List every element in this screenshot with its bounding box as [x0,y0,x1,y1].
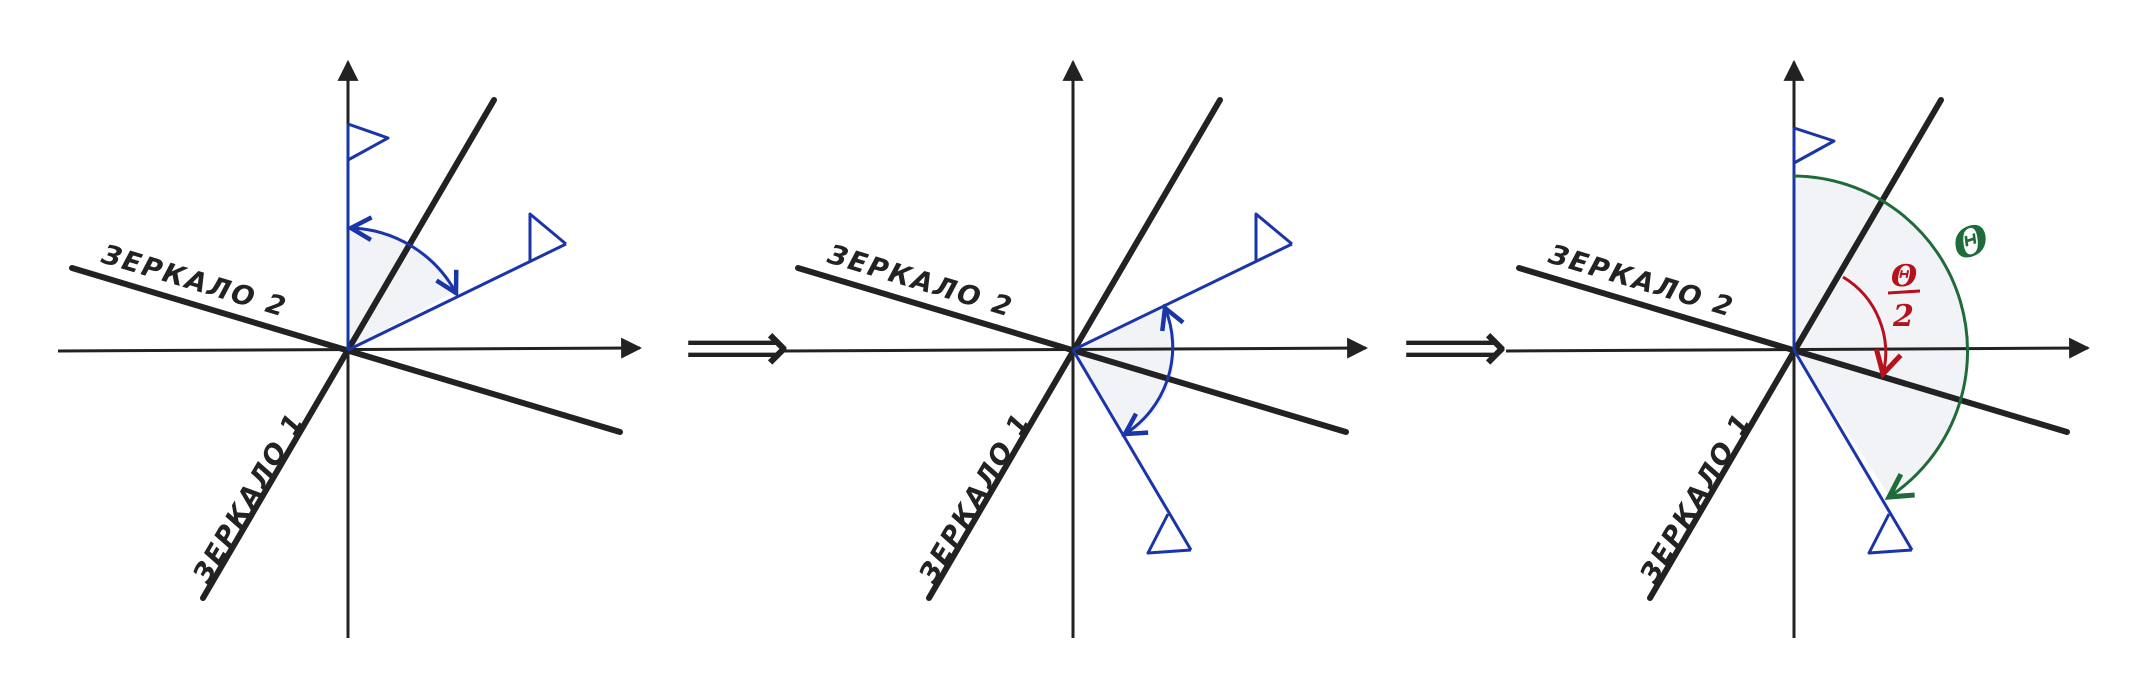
panel-3-flag-vertical-head [1793,126,1836,165]
panel-3-flag-down-pole [1792,349,1914,551]
panel-1-rotation-arc [351,228,456,293]
panel-2-mirror-2 [795,265,1349,435]
panel-3-half-theta-arc [1842,275,1886,374]
panel-3-half-theta-fraction-bar [1887,289,1921,295]
panel-2: ЗЕРКАЛО 2 ЗЕРКАЛО 1 [783,59,1369,638]
panel-3-theta-label: Θ [1947,214,1995,270]
panel-3-angle-sector [1794,176,1969,497]
panel-3-theta-arc [1793,174,1970,497]
panel-1-angle-sector [348,225,457,350]
panel-1-mirror-1-label: ЗЕРКАЛО 1 [187,407,311,589]
panel-3-mirror-1-label: ЗЕРКАЛО 1 [1634,407,1758,589]
implies-arrow-2: ⟹ [1402,304,1508,390]
panel-3-flag-down-head [1867,513,1913,555]
panel-2-flag-down-head [1146,513,1192,555]
panel-1-mirror-2 [69,265,623,435]
implies-arrow-1: ⟹ [684,304,790,390]
panel-3-half-theta-denominator: 2 [1892,299,1914,334]
panel-2-flag-down-pole [1071,349,1193,551]
panel-2-rotation-arc [1125,308,1173,434]
panel-1: ЗЕРКАЛО 2 ЗЕРКАЛО 1 [57,59,643,638]
panel-3-half-theta-numerator: Θ [1891,259,1917,294]
panel-1-flag-diagonal-head [528,212,567,262]
panel-2-flag-diagonal-head [1254,212,1293,262]
panel-3: Θ Θ 2 ЗЕРКАЛО 2 ЗЕРКАЛО 1 [1505,59,2091,638]
panel-1-flag-vertical-head [347,122,390,162]
panel-2-mirror-1-label: ЗЕРКАЛО 1 [913,407,1037,589]
